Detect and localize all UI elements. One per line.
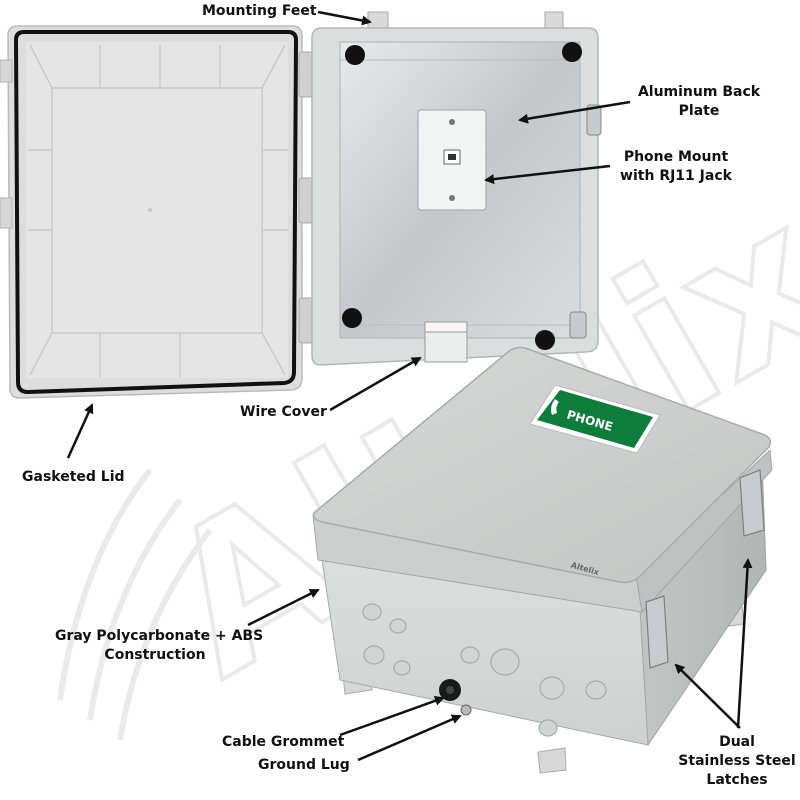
label-line: Gray Polycarbonate + ABS xyxy=(55,628,264,644)
arrow-icon xyxy=(518,100,631,124)
label-line: Construction xyxy=(104,647,206,663)
arrow-icon xyxy=(329,356,422,412)
stainless-latch xyxy=(645,469,765,669)
arrow-icon xyxy=(736,558,753,729)
label-line: Dual xyxy=(719,734,755,750)
label-line: Stainless Steel xyxy=(678,753,796,769)
phone-handset-icon xyxy=(551,399,559,415)
arrow-icon xyxy=(484,164,611,185)
phone-sign: PHONE xyxy=(529,384,661,454)
arrow-icon xyxy=(357,714,462,762)
arrow-icon xyxy=(317,10,372,26)
label-gasketed-lid: Gasketed Lid xyxy=(22,469,125,485)
label-line: Aluminum Back xyxy=(637,84,761,100)
label-line: Latches xyxy=(706,772,768,788)
label-mounting-feet: Mounting Feet xyxy=(202,3,317,19)
open-lid xyxy=(0,25,314,399)
label-phone-mount: Phone Mount with RJ11 Jack xyxy=(612,148,740,186)
arrow-icon xyxy=(66,403,94,459)
label-line: Plate xyxy=(678,103,720,119)
label-cable-grommet: Cable Grommet xyxy=(222,734,345,750)
label-wire-cover: Wire Cover xyxy=(240,404,327,420)
closed-enclosure: PHONE Altelix xyxy=(312,346,773,774)
label-construction: Gray Polycarbonate + ABS Construction xyxy=(55,627,264,665)
label-ground-lug: Ground Lug xyxy=(258,757,350,773)
arrow-icon xyxy=(674,663,741,729)
label-aluminum-back-plate: Aluminum Back Plate xyxy=(632,83,766,121)
label-line: Phone Mount xyxy=(623,149,729,165)
ground-lug xyxy=(460,704,472,716)
open-base xyxy=(311,11,602,366)
arrow-icon xyxy=(247,588,320,627)
arrow-icon xyxy=(339,695,445,737)
gasket xyxy=(13,30,299,395)
phone-mount xyxy=(417,109,487,211)
label-latches: Dual Stainless Steel Latches xyxy=(678,733,796,790)
label-line: with RJ11 Jack xyxy=(620,168,732,184)
